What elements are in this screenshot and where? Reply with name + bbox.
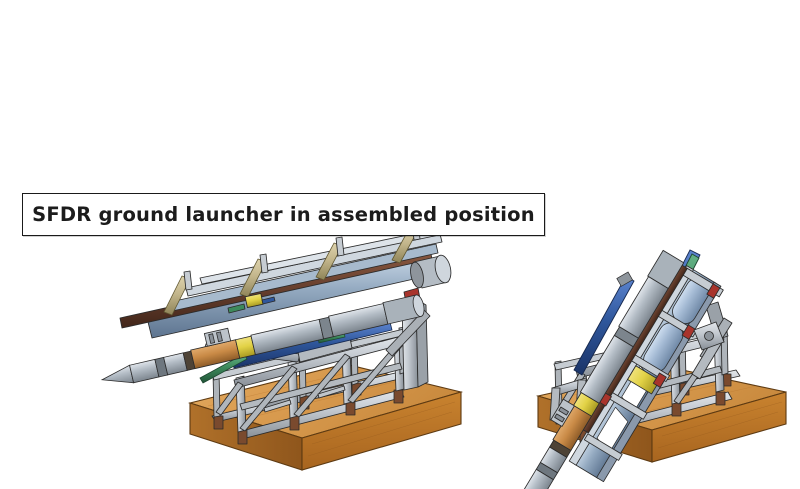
- missile-band-yellow-right: [573, 392, 600, 417]
- missile-band-yellow-left: [235, 335, 256, 359]
- strut-green-right: [627, 253, 700, 383]
- caption-box: SFDR ground launcher in assembled positi…: [22, 193, 545, 236]
- gas-cylinders: [643, 277, 711, 373]
- hydraulic-strut-blue-left: [231, 321, 393, 369]
- wooden-base-left: [187, 363, 464, 471]
- wooden-base-right: [535, 366, 787, 463]
- left-view-launcher-horizontal: [100, 220, 464, 471]
- missile-left: [100, 294, 425, 384]
- missile-band-orange-left: [190, 339, 241, 370]
- caption-text: SFDR ground launcher in assembled positi…: [32, 203, 535, 226]
- launcher-frame-left: [211, 296, 431, 445]
- missile-band-orange-right: [552, 404, 592, 451]
- missile-right: [522, 249, 685, 489]
- strut-green-left: [199, 353, 248, 384]
- launcher-frame-right: [553, 301, 741, 443]
- hydraulic-struts-right: [573, 249, 701, 452]
- missile-nose-cone-left: [100, 364, 135, 384]
- launch-rail-left: [119, 220, 452, 351]
- right-view-launcher-elevated: [522, 249, 787, 489]
- launch-beam-right: [522, 249, 724, 489]
